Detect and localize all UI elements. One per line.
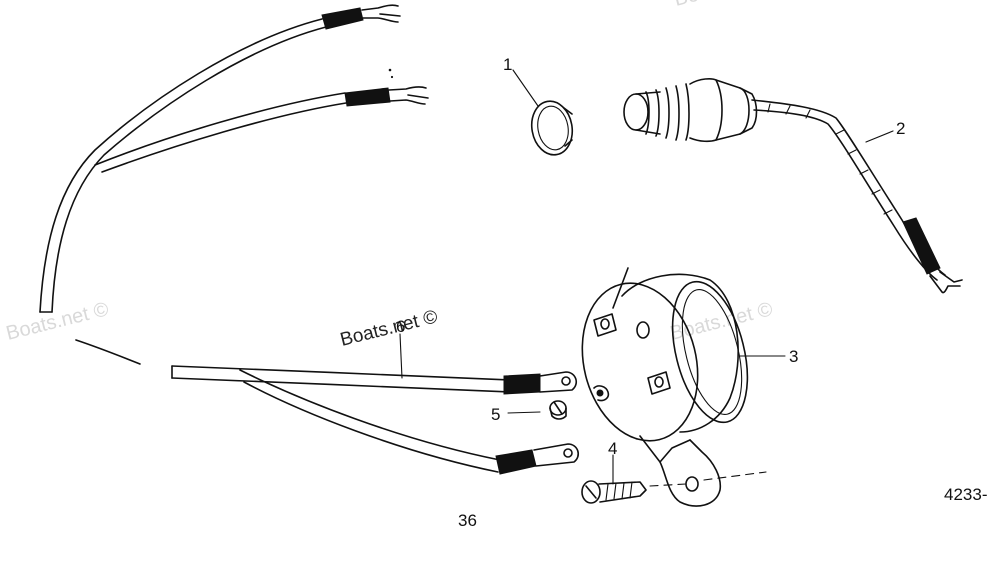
terminal-lug-icon: [647, 371, 671, 395]
ring-terminal-icon: [533, 443, 580, 467]
wire-sleeve-icon: [495, 449, 537, 475]
fork-terminal-icon: [929, 271, 963, 294]
watermark-left: Boats.net ©: [4, 298, 111, 345]
figure-code: 4233-: [944, 485, 987, 504]
wire-sleeve-icon: [902, 217, 941, 275]
lower-wire-harness: [171, 365, 580, 475]
upper-wire-harness: [39, 4, 429, 313]
gauge-housing: [581, 267, 767, 507]
callout-2: 2: [896, 119, 905, 138]
terminal-lug-icon: [593, 313, 617, 337]
wire-sleeve-icon: [321, 7, 364, 30]
callout-5: 5: [491, 405, 500, 424]
callout-4: 4: [608, 439, 617, 458]
callout-1: 1: [503, 55, 512, 74]
wire-sleeve-icon: [503, 373, 541, 395]
page-number: 36: [458, 511, 477, 530]
fork-terminal-icon: [388, 86, 429, 105]
bulb-socket-assembly: [623, 78, 963, 294]
mounting-screw: [581, 480, 647, 504]
watermark-center: Boats.net ©: [338, 306, 440, 350]
fork-terminal-icon: [361, 4, 401, 23]
wire-sleeve-icon: [344, 87, 391, 107]
watermark-top-right: Boats.net ©: [672, 0, 779, 11]
retaining-ring: [530, 100, 574, 156]
callout-6: 6: [396, 317, 405, 336]
terminal-nut: [549, 400, 567, 420]
leader-lines: [399, 69, 894, 485]
mounting-bracket: [639, 435, 722, 507]
ring-terminal-icon: [539, 371, 578, 393]
callout-3: 3: [789, 347, 798, 366]
